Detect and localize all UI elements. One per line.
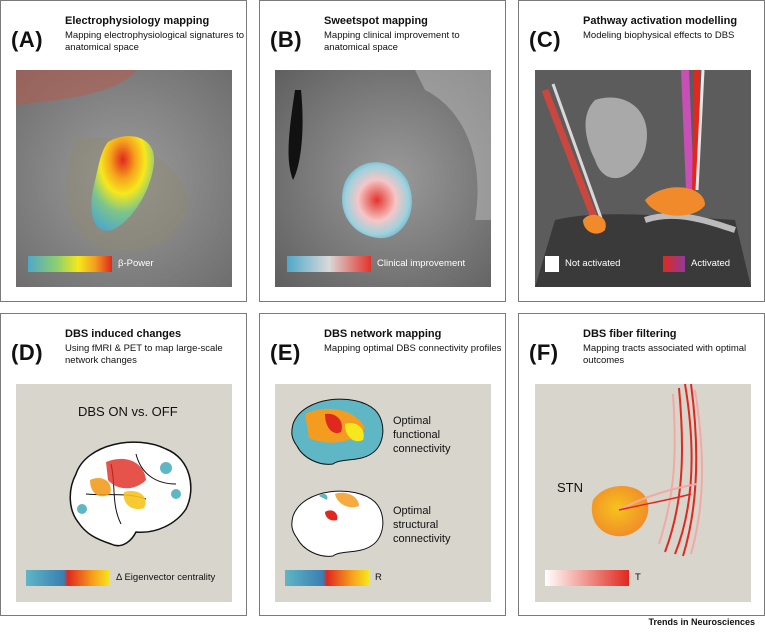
colorbar-label: Clinical improvement	[377, 258, 466, 269]
panel-letter: (E)	[270, 340, 301, 365]
colorbar-label: Δ Eigenvector centrality	[116, 572, 216, 583]
mri-sweetspot-image: Clinical improvement	[275, 70, 491, 287]
panel-title: Electrophysiology mapping	[65, 15, 210, 27]
colorbar-label: T	[635, 572, 641, 583]
functional-brain	[291, 398, 384, 465]
network-changes-image: DBS ON vs. OFF Δ Eigen	[16, 384, 232, 602]
stn-region	[591, 485, 649, 537]
panel-letter: (C)	[529, 27, 562, 52]
centrality-colorbar	[26, 570, 110, 586]
mri-electrophysiology-image: β-Power	[16, 70, 232, 287]
panel-a: (A) Electrophysiology mapping Mapping el…	[0, 0, 247, 302]
panel-subtitle: Mapping optimal DBS connectivity profile…	[324, 343, 502, 354]
stn-label: STN	[557, 480, 583, 495]
panel-title: DBS fiber filtering	[583, 328, 677, 340]
panel-letter: (B)	[270, 27, 303, 52]
colorbar-label: β-Power	[118, 258, 154, 269]
panel-e: (E) DBS network mapping Mapping optimal …	[259, 313, 506, 616]
panel-title: DBS network mapping	[324, 328, 442, 340]
panel-letter: (A)	[11, 27, 44, 52]
improvement-colorbar	[287, 256, 371, 272]
structural-connectivity-label: Optimal structural connectivity	[393, 505, 451, 545]
panel-subtitle: Mapping electrophysiological signatures …	[65, 30, 245, 53]
journal-footer: Trends in Neurosciences	[648, 617, 755, 627]
panel-b: (B) Sweetspot mapping Mapping clinical i…	[259, 0, 506, 302]
panel-title: DBS induced changes	[65, 328, 182, 340]
activated-swatch	[663, 256, 685, 272]
functional-connectivity-label: Optimal functional connectivity	[393, 415, 451, 455]
panel-f: (F) DBS fiber filtering Mapping tracts a…	[518, 313, 765, 616]
colorbar-label: R	[375, 572, 382, 583]
panel-c: (C) Pathway activation modelling Modelin…	[518, 0, 765, 302]
fiber-tracts	[618, 384, 704, 557]
connectivity-profile-image: Optimal functional connectivity Optimal …	[275, 384, 491, 602]
panel-subtitle: Mapping clinical improvement to anatomic…	[324, 30, 460, 53]
panel-d: (D) DBS induced changes Using fMRI & PET…	[0, 313, 247, 616]
not-activated-label: Not activated	[565, 258, 621, 269]
figure-title: DBS ON vs. OFF	[78, 404, 178, 419]
r-colorbar	[285, 570, 369, 586]
t-colorbar	[545, 570, 629, 586]
panel-subtitle: Using fMRI & PET to map large-scale netw…	[65, 343, 223, 366]
not-activated-swatch	[545, 256, 559, 272]
fiber-filtering-image: STN T	[535, 384, 751, 602]
pathway-activation-image: Not activated Activated	[535, 70, 751, 287]
panel-title: Pathway activation modelling	[583, 15, 738, 27]
sweetspot-hotspot	[342, 162, 412, 239]
activated-volume	[645, 187, 705, 216]
structural-brain	[291, 490, 384, 557]
panel-letter: (D)	[11, 340, 44, 365]
panel-letter: (F)	[529, 340, 559, 365]
panel-title: Sweetspot mapping	[324, 15, 428, 27]
panel-subtitle: Mapping tracts associated with optimal o…	[583, 343, 747, 366]
beta-power-colorbar	[28, 256, 112, 272]
activated-label: Activated	[691, 258, 731, 269]
beta-power-hotspot	[91, 136, 155, 231]
panel-subtitle: Modeling biophysical effects to DBS	[583, 30, 735, 41]
